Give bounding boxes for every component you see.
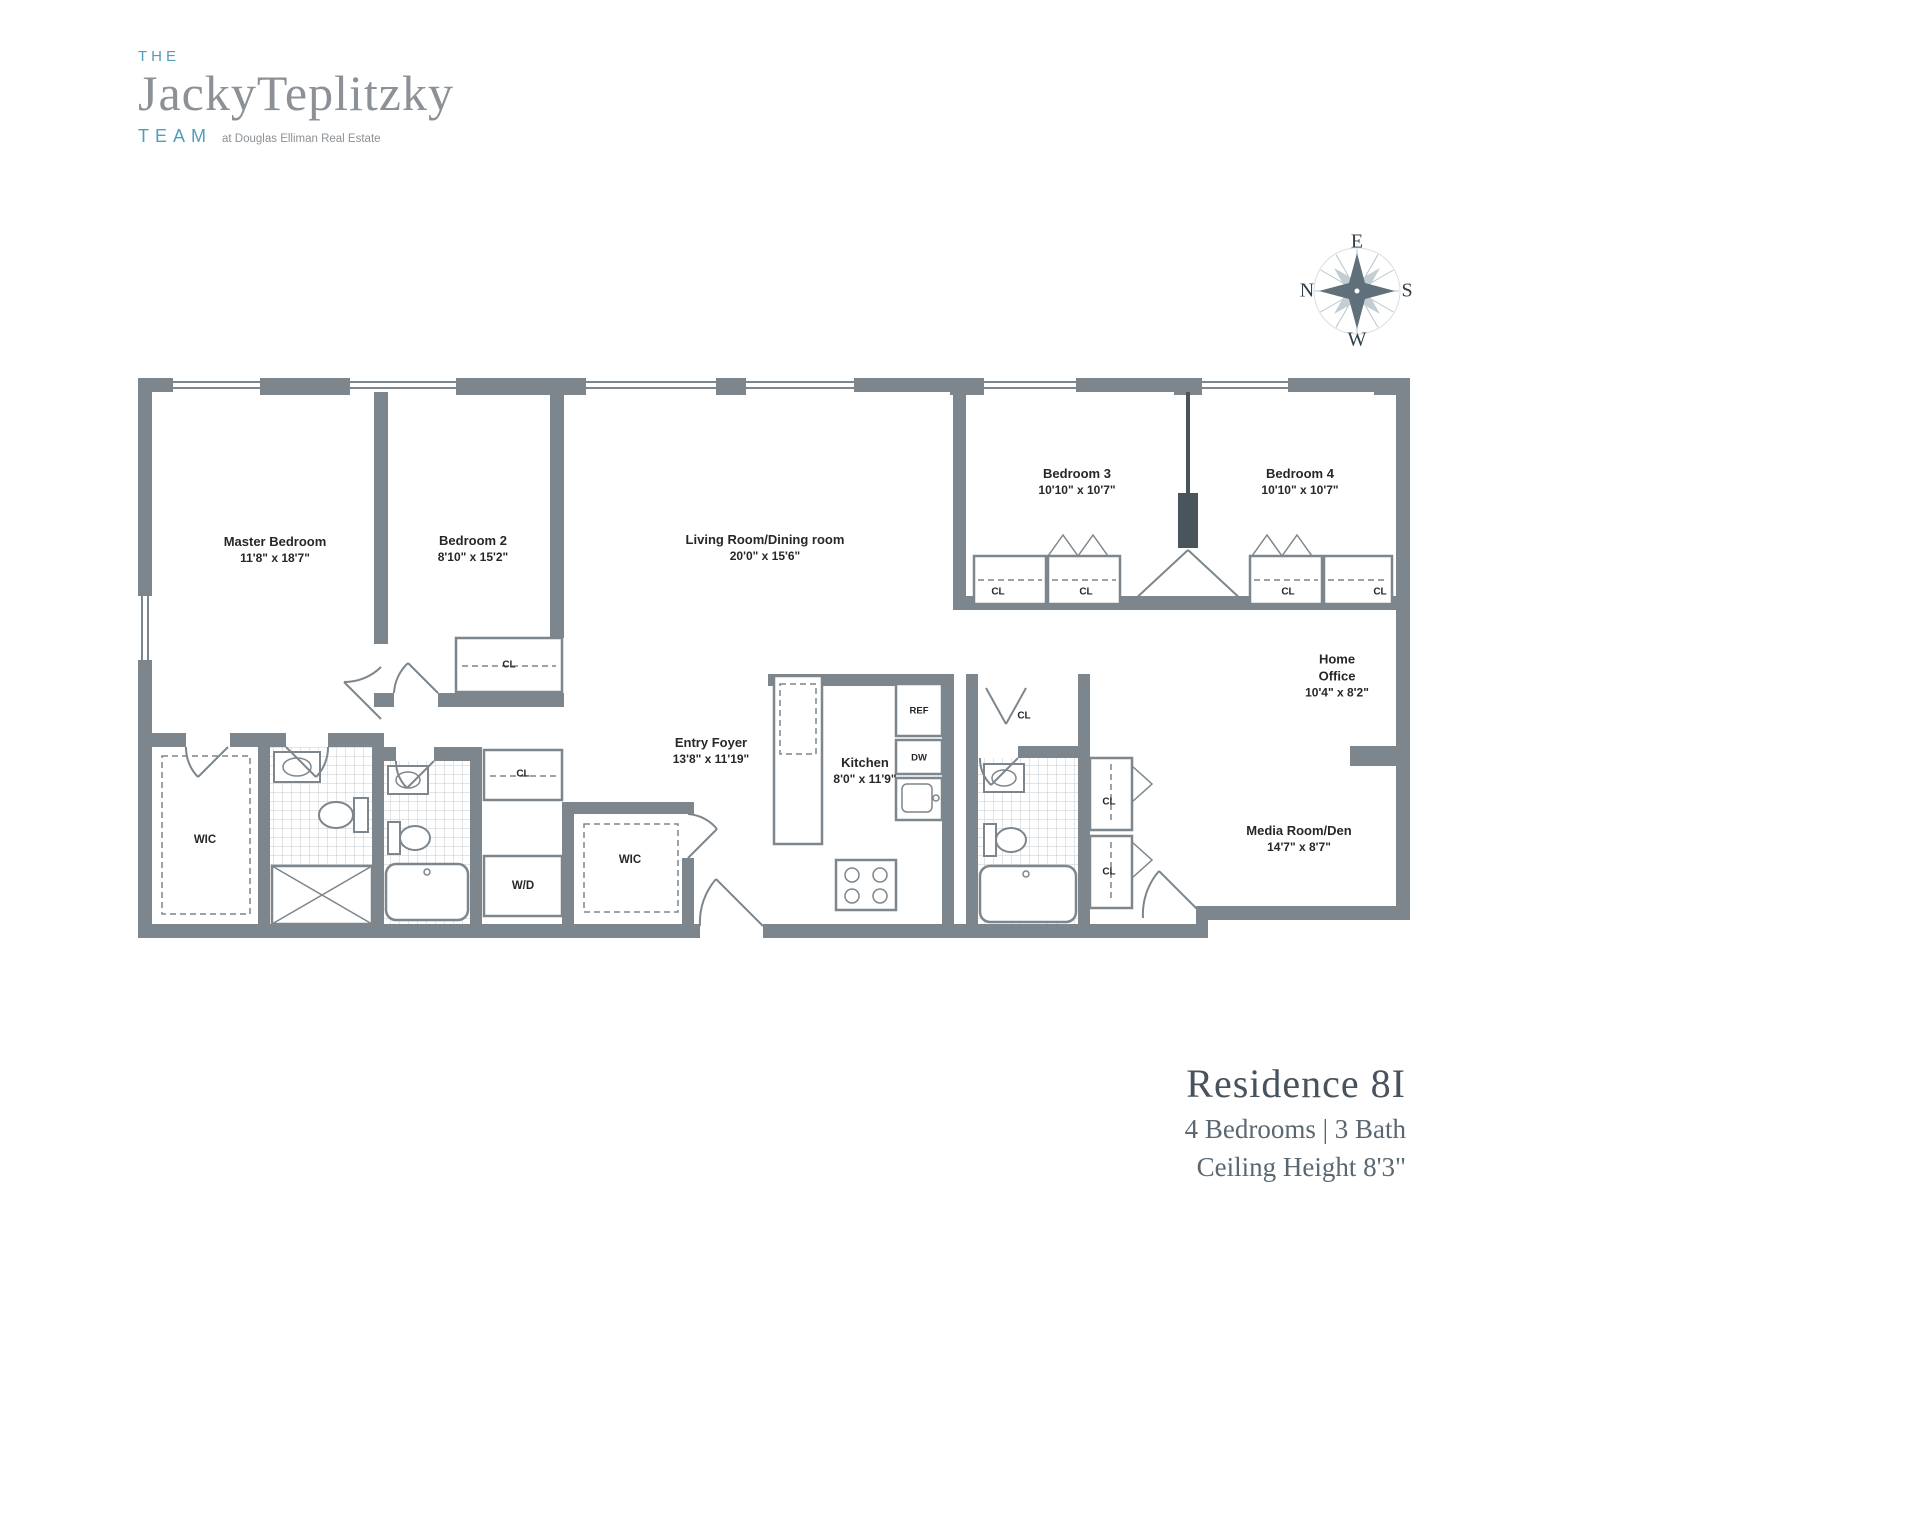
wic-label: WIC [193,834,217,846]
dishwasher-label: DW [911,752,927,764]
compass-east-label: E [1350,230,1364,253]
room-label-master-bedroom: Master Bedroom 11'8" x 18'7" [224,534,327,566]
residence-title: Residence 8I [1186,1061,1406,1106]
room-dims: 8'10" x 15'2" [437,549,509,564]
room-label-bedroom-2: Bedroom 2 8'10" x 15'2" [438,533,508,565]
room-label-bedroom-4: Bedroom 4 10'10" x 10'7" [1261,466,1338,498]
room-dims: 10'4" x 8'2" [1305,685,1369,700]
room-dims: 13'8" x 11'19" [672,751,750,766]
closet-label: CL [1079,586,1093,598]
room-name: Media Room/Den [1246,822,1352,838]
room-name: Entry Foyer [674,734,748,750]
brand-the: THE [138,48,180,65]
room-label-bedroom-3: Bedroom 3 10'10" x 10'7" [1038,466,1115,498]
brand-subline: TEAM at Douglas Elliman Real Estate [138,126,454,147]
residence-info: Residence 8I 4 Bedrooms | 3 Bath Ceiling… [1185,1060,1406,1183]
room-name: Home Office [1318,651,1356,684]
room-name: Master Bedroom [223,533,327,549]
closet-label: CL [1281,586,1295,598]
brand-tagline: at Douglas Elliman Real Estate [222,132,381,145]
floorplan-drawing [138,378,1410,938]
closet-label: CL [1102,796,1116,808]
room-name: Kitchen [841,754,889,770]
room-name: Bedroom 3 [1043,465,1111,481]
room-dims: 10'10" x 10'7" [1038,482,1116,497]
room-label-living-dining: Living Room/Dining room 20'0" x 15'6" [686,532,845,564]
refrigerator-label: REF [909,705,929,717]
room-label-kitchen: Kitchen 8'0" x 11'9" [833,755,896,787]
room-dims: 14'7" x 8'7" [1267,839,1331,854]
room-label-media-room: Media Room/Den 14'7" x 8'7" [1246,823,1351,855]
residence-bed-bath: 4 Bedrooms | 3 Bath [1184,1114,1406,1144]
room-label-home-office: Home Office 10'4" x 8'2" [1299,651,1375,700]
room-dims: 10'10" x 10'7" [1261,482,1339,497]
compass-south-label: S [1401,279,1413,302]
room-name: Bedroom 2 [439,532,507,548]
room-label-entry-foyer: Entry Foyer 13'8" x 11'19" [673,735,749,767]
closet-label: CL [502,659,516,671]
closet-label: CL [991,586,1005,598]
compass-icon [1313,247,1401,335]
compass-rose: E S W N [1295,229,1419,353]
compass-north-label: N [1299,279,1315,302]
brand-name: JackyTeplitzky [138,65,454,121]
closet-label: CL [1102,866,1116,878]
floor-plan: Master Bedroom 11'8" x 18'7" Bedroom 2 8… [138,378,1410,948]
washer-dryer-label: W/D [511,880,535,892]
compass-west-label: W [1347,328,1367,351]
room-dims: 8'0" x 11'9" [833,771,897,786]
room-name: Bedroom 4 [1266,465,1334,481]
brand-logo: THE JackyTeplitzky TEAM at Douglas Ellima… [138,48,454,147]
wic-label: WIC [618,854,642,866]
residence-ceiling-height: Ceiling Height 8'3" [1196,1152,1406,1182]
closet-label: CL [1373,586,1387,598]
closet-label: CL [516,768,530,780]
closet-label: CL [1017,710,1031,722]
room-dims: 11'8" x 18'7" [240,550,310,565]
room-dims: 20'0" x 15'6" [729,548,801,563]
room-name: Living Room/Dining room [685,531,845,547]
brand-team: TEAM [138,125,213,146]
